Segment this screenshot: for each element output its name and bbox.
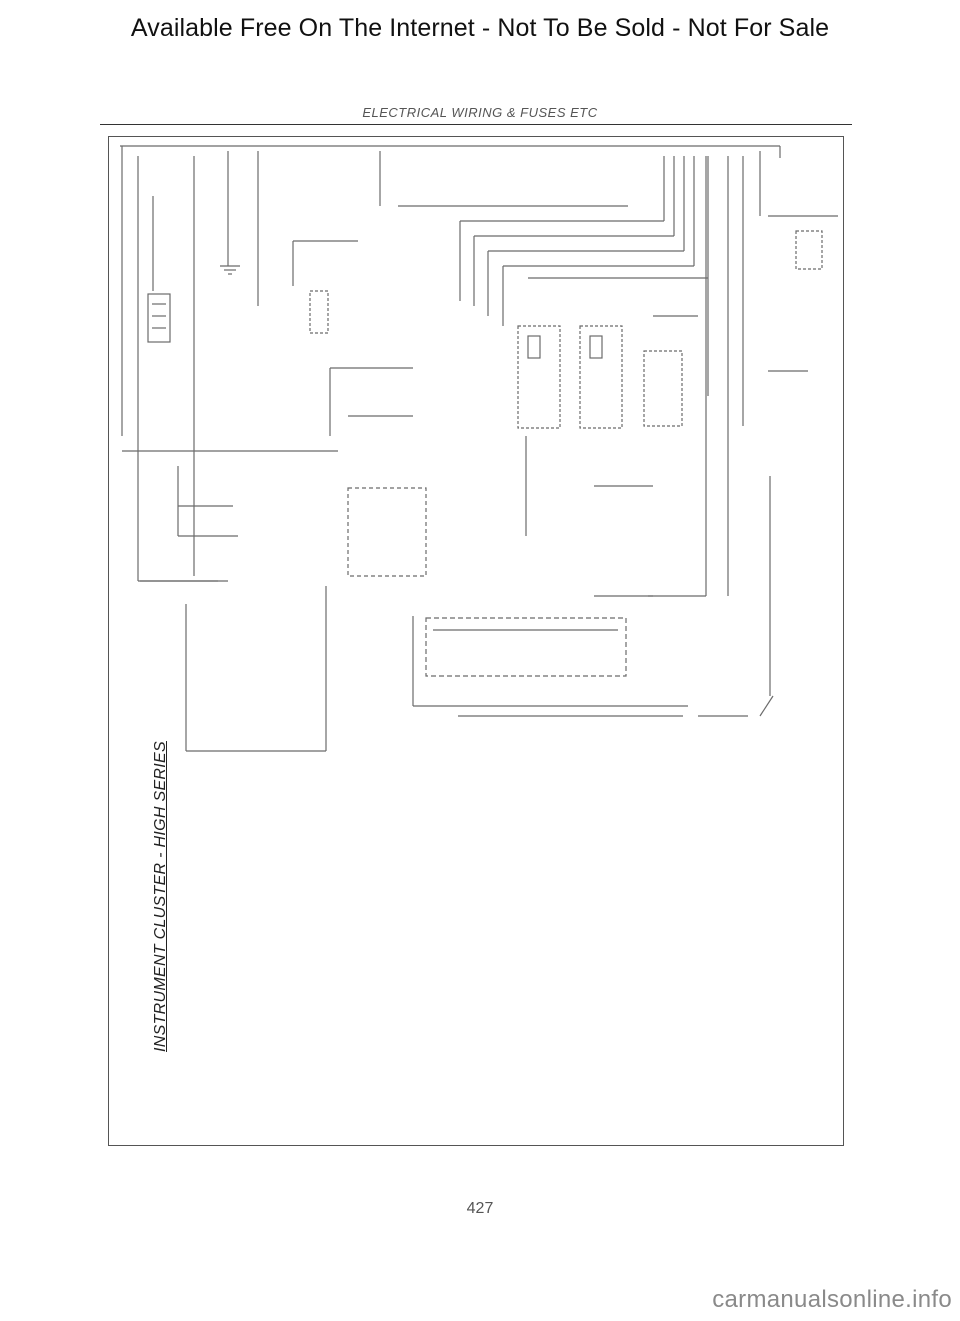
bottom-right-wires xyxy=(648,156,774,717)
diagram-frame xyxy=(108,136,844,1146)
page-number: 427 xyxy=(466,1200,494,1217)
right-connector xyxy=(759,151,838,696)
top-bus-wires xyxy=(120,145,781,158)
left-connector xyxy=(147,293,171,343)
left-feed-wires xyxy=(121,146,338,582)
banner-text: Available Free On The Internet - Not To … xyxy=(130,14,830,42)
diagram-title: INSTRUMENT CLUSTER - HIGH SERIES xyxy=(152,741,169,1052)
ground-symbol xyxy=(220,265,240,275)
right-wire-bundle xyxy=(379,151,744,596)
relay-modules xyxy=(517,315,698,536)
center-modules xyxy=(329,368,653,597)
gauge-circuit xyxy=(140,466,327,752)
sensor-block xyxy=(292,240,413,369)
section-header: ELECTRICAL WIRING & FUSES ETC xyxy=(362,105,598,120)
header-rule xyxy=(100,124,852,125)
wiring-diagram xyxy=(120,145,838,752)
cluster-connector xyxy=(412,616,688,717)
watermark-text: carmanualsonline.info xyxy=(712,1286,952,1313)
